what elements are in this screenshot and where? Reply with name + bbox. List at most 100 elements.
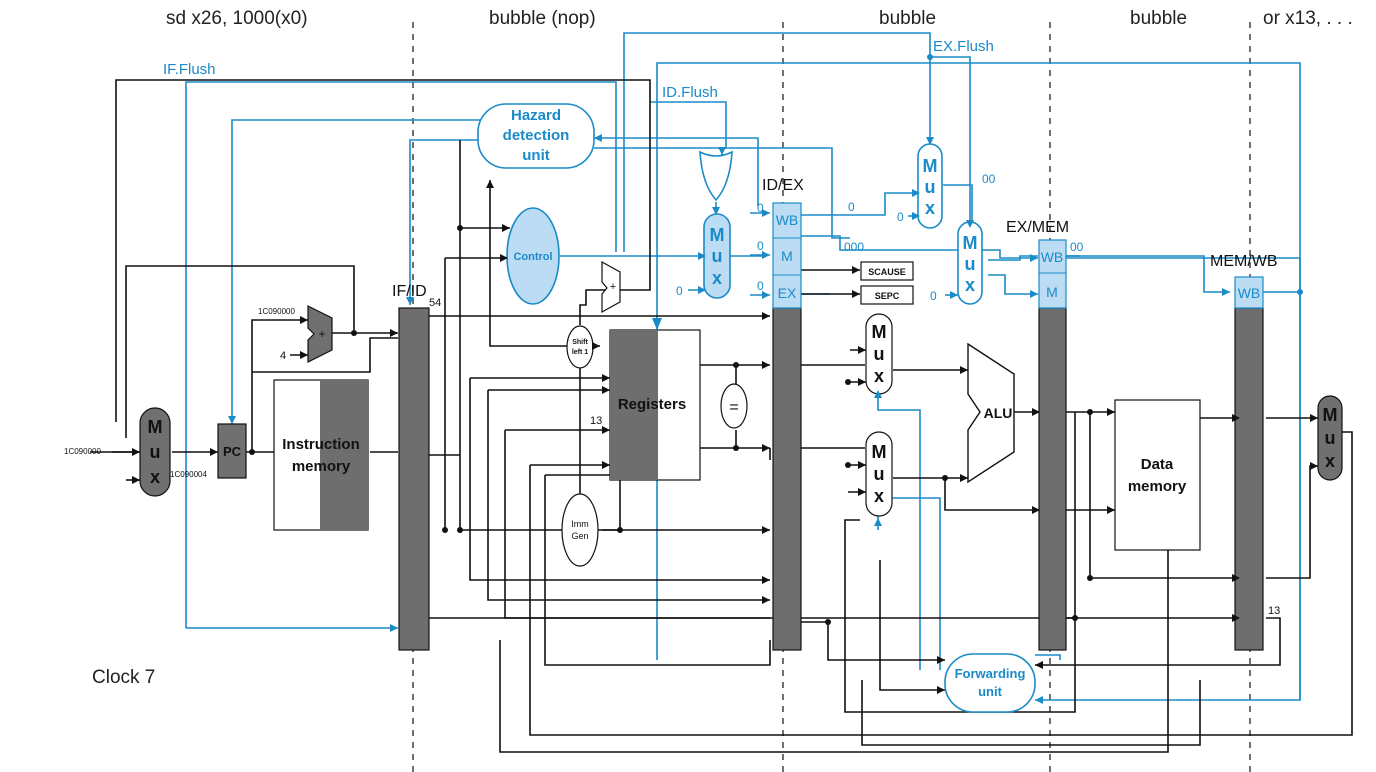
pc-label: PC (223, 444, 242, 459)
mux-letter: u (965, 254, 976, 274)
id-ex-wb: WB (776, 212, 799, 228)
register-file: Registers (609, 329, 701, 481)
id-flush-mux: M u x (703, 213, 731, 299)
mux-letter: M (710, 225, 725, 245)
equality-comparator: = (720, 383, 748, 429)
id-flush-label: ID.Flush (662, 84, 718, 101)
shift-label-1: Shift (572, 339, 588, 346)
zero-ex-wb: 0 (848, 200, 855, 214)
forwarding-unit: Forwarding unit (944, 653, 1036, 713)
double-zero-top: 00 (982, 172, 996, 186)
mux-letter: x (712, 268, 722, 288)
triple-zero: 000 (844, 240, 864, 254)
program-counter: PC (217, 423, 247, 479)
control-unit: Control (506, 207, 560, 305)
mux-letter: u (874, 344, 885, 364)
mux-letter: M (872, 442, 887, 462)
stage-id-instruction: bubble (nop) (489, 8, 596, 29)
alu: ALU (967, 342, 1015, 484)
sepc-register: SEPC (860, 285, 914, 305)
hazard-label-1: Hazard (511, 107, 561, 124)
mux-letter: M (872, 322, 887, 342)
stage-wb-instruction: or x13, . . . (1263, 8, 1353, 29)
exception-address: 1C090000 (64, 447, 101, 456)
zero-idex-m: 0 (757, 239, 764, 253)
scause-register: SCAUSE (860, 261, 914, 281)
if-id-label: IF/ID (392, 283, 427, 300)
shift-left-unit: Shift left 1 (566, 325, 594, 369)
memwb-13-value: 13 (1268, 605, 1280, 617)
or-gate (699, 150, 733, 202)
stage-ex-instruction: bubble (879, 8, 936, 29)
mux-letter: x (965, 275, 975, 295)
data-memory: Data memory (1114, 399, 1201, 551)
arrowheads (132, 180, 1318, 694)
mux-letter: M (923, 156, 938, 176)
ex-mem-label: EX/MEM (1006, 219, 1069, 236)
ex-flush-mux-2: M u x (957, 221, 983, 305)
pc-adder-plus: + (318, 327, 325, 341)
zero-idex-ex: 0 (757, 279, 764, 293)
reg-13-value: 13 (590, 415, 602, 427)
branch-adder-plus: + (610, 281, 616, 293)
if-flush-label: IF.Flush (163, 61, 216, 78)
imm-label-1: Imm (571, 519, 589, 529)
mux-letter: u (925, 177, 936, 197)
alu-mux-b: M u x (865, 431, 893, 517)
imm-gen: Imm Gen (561, 493, 599, 567)
four-constant: 4 (280, 350, 286, 362)
mem-wb-wb: WB (1238, 285, 1261, 301)
alu-mux-a: M u x (865, 313, 893, 395)
imem-label-2: memory (292, 458, 351, 475)
stage-if-instruction: sd x26, 1000(x0) (166, 8, 308, 29)
if-id-register: IF/ID 54 (392, 283, 441, 651)
ex-mem-register: WB M EX/MEM (1006, 219, 1069, 651)
mux-letter: x (1325, 451, 1335, 471)
zero-mux1-in: 0 (897, 210, 904, 224)
mux-letter: M (963, 233, 978, 253)
id-ex-ex: EX (778, 285, 797, 301)
blue-arrowheads (228, 54, 1303, 704)
sepc-label: SEPC (875, 291, 900, 301)
zero-idex-wb: 0 (757, 201, 764, 215)
ex-flush-mux-1: M u x (917, 143, 943, 229)
double-zero-exmem: 00 (1070, 240, 1084, 254)
pc-mux: M u x (139, 407, 171, 497)
mux-letter: u (150, 442, 161, 462)
ex-mem-m: M (1046, 284, 1058, 300)
mux-letter: u (712, 246, 723, 266)
stage-mem-instruction: bubble (1130, 8, 1187, 29)
id-ex-label: ID/EX (762, 177, 804, 194)
registers-label: Registers (618, 396, 686, 413)
mux-letter: M (1323, 405, 1338, 425)
pc-adder: + (307, 305, 333, 363)
scause-label: SCAUSE (868, 267, 906, 277)
hazard-detection-unit: Hazard detection unit (477, 103, 595, 169)
mux-letter: x (874, 486, 884, 506)
control-label: Control (513, 251, 552, 263)
instruction-memory: Instruction memory (273, 379, 369, 531)
forwarding-label-2: unit (978, 684, 1002, 699)
ex-mem-wb: WB (1041, 249, 1064, 265)
control-wires (185, 32, 1301, 701)
mux-letter: u (874, 464, 885, 484)
shift-label-2: left 1 (572, 349, 588, 356)
id-ex-register: WB M EX ID/EX (762, 177, 804, 651)
mux-letter: M (148, 417, 163, 437)
zero-mux2-in: 0 (930, 289, 937, 303)
mux-letter: x (874, 366, 884, 386)
id-ex-m: M (781, 248, 793, 264)
hazard-label-2: detection (503, 127, 570, 144)
pc-out-value: 1C090004 (170, 470, 207, 479)
clock-label: Clock 7 (92, 667, 155, 688)
junction-dots (249, 225, 1093, 625)
alu-label: ALU (984, 405, 1013, 421)
datapath-wires (90, 79, 1353, 753)
branch-adder: + (601, 260, 621, 314)
dmem-label-1: Data (1141, 456, 1174, 473)
equal-label: = (729, 399, 738, 416)
dmem-label-2: memory (1128, 478, 1187, 495)
adder-top-value: 1C090000 (258, 307, 295, 316)
imem-label-1: Instruction (282, 436, 360, 453)
hazard-label-3: unit (522, 147, 550, 164)
